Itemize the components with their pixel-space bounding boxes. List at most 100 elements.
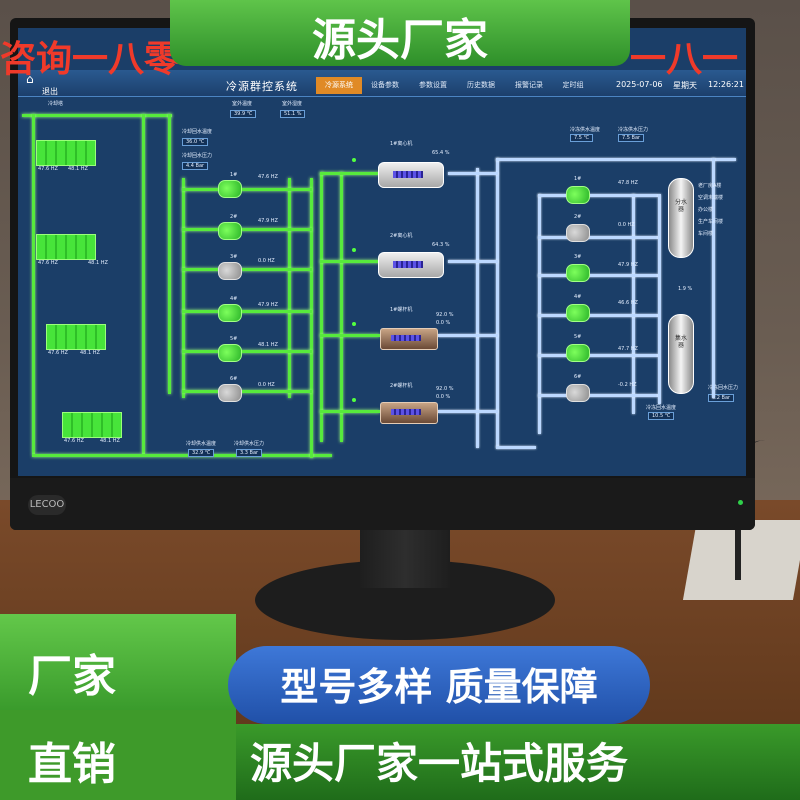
cw-pump-name: 4#	[230, 296, 238, 302]
cw-pipe	[182, 228, 312, 231]
power-led	[738, 500, 743, 505]
chiller-load: 65.4 %	[432, 150, 450, 156]
house-icon[interactable]: ⌂	[26, 72, 34, 86]
screw-chiller-2[interactable]	[380, 402, 438, 424]
cw-pipe	[182, 268, 312, 271]
feature-pill	[228, 646, 650, 724]
chw-pump-name: 2#	[574, 214, 582, 220]
cw-pump-3[interactable]	[218, 262, 242, 280]
chw-pipe	[538, 274, 658, 277]
tab-alarms[interactable]: 报警记录	[515, 81, 543, 89]
cw-pipe	[320, 172, 323, 442]
status-led	[352, 322, 356, 326]
cw-pump-6[interactable]	[218, 384, 242, 402]
chw-pump-name: 4#	[574, 294, 582, 300]
hmi-screen: ⌂ 退出 冷源群控系统 冷源系统 设备参数 参数设置 历史数据 报警记录 定时组…	[18, 28, 746, 476]
tab-device-params[interactable]: 设备参数	[371, 81, 399, 89]
chw-pipe	[496, 158, 499, 448]
cw-return-temp-value: 36.0 ℃	[182, 138, 209, 146]
promo-factory-text: 厂家	[28, 651, 116, 702]
chw-pump-freq: 0.0 HZ	[618, 222, 635, 228]
cw-pump-5[interactable]	[218, 344, 242, 362]
chw-pump-name: 1#	[574, 176, 582, 182]
cw-pump-freq: 47.9 HZ	[258, 218, 278, 224]
chiller-load: 64.3 %	[432, 242, 450, 248]
cw-pipe	[320, 334, 380, 337]
monitor-logo: LECOO	[28, 495, 66, 515]
monitor-stand-neck	[360, 528, 450, 588]
chw-pump-freq: 47.7 HZ	[618, 346, 638, 352]
chw-pump-name: 5#	[574, 334, 582, 340]
cw-pipe	[142, 114, 145, 454]
tab-param-settings[interactable]: 参数设置	[419, 81, 447, 89]
chw-return-pressure-value: 6.2 Bar	[708, 394, 735, 402]
branch-label: 生产车间楼	[698, 219, 724, 225]
outdoor-humidity-value: 51.1 %	[280, 110, 306, 118]
weekday-display: 星期天	[673, 81, 697, 90]
tower-freq: 48.1 HZ	[80, 350, 100, 356]
bottom-promo-bar	[236, 724, 800, 800]
centrifugal-chiller-1[interactable]	[378, 162, 444, 188]
hotline-ticker-left: 咨询一八零	[0, 39, 181, 80]
centrifugal-chiller-2[interactable]	[378, 252, 444, 278]
system-title: 冷源群控系统	[226, 80, 298, 93]
cw-pipe	[22, 114, 172, 117]
cooling-tower-4[interactable]	[62, 412, 122, 438]
top-banner-text: 源头厂家	[312, 15, 488, 66]
cw-pump-freq: 47.9 HZ	[258, 302, 278, 308]
chw-pump-3[interactable]	[566, 264, 590, 282]
cw-pipe	[320, 260, 380, 263]
water-collector-tank[interactable]: 集水器	[668, 314, 694, 394]
cw-pump-1[interactable]	[218, 180, 242, 198]
cw-pump-2[interactable]	[218, 222, 242, 240]
chw-pipe	[496, 446, 536, 449]
chw-pump-1[interactable]	[566, 186, 590, 204]
chiller-name: 2#螺杆机	[390, 383, 413, 389]
tower-freq: 48.1 HZ	[68, 166, 88, 172]
monitor-chin	[10, 478, 755, 530]
tab-cold-source[interactable]: 冷源系统	[316, 77, 362, 94]
chw-pipe	[448, 260, 498, 263]
date-display: 2025-07-06	[616, 80, 663, 89]
cw-pipe	[168, 114, 171, 394]
cooling-tower-2[interactable]	[36, 234, 96, 260]
chw-return-pressure-label: 冷冻回水压力	[708, 385, 739, 391]
tab-timer-group[interactable]: 定时组	[562, 81, 584, 89]
screw-chiller-1[interactable]	[380, 328, 438, 350]
outdoor-temp-label: 室外温度	[232, 101, 253, 107]
bottom-promo-text: 源头厂家一站式服务	[250, 739, 629, 788]
cw-pump-name: 3#	[230, 254, 238, 260]
branch-label: 老厂房A楼	[698, 183, 722, 189]
tank-label: 集水器	[675, 335, 688, 349]
cw-pump-freq: 47.6 HZ	[258, 174, 278, 180]
cw-pipe	[182, 350, 312, 353]
status-led	[352, 248, 356, 252]
chw-pipe	[538, 236, 658, 239]
cooling-tower-1[interactable]	[36, 140, 96, 166]
status-led	[352, 158, 356, 162]
status-led	[352, 398, 356, 402]
cw-supply-temp-label: 冷却供水温度	[186, 441, 217, 447]
promo-direct-sale-text: 直销	[28, 739, 116, 790]
exit-button[interactable]: 退出	[42, 87, 58, 96]
tower-freq: 47.6 HZ	[64, 438, 84, 444]
chw-pump-5[interactable]	[566, 344, 590, 362]
chiller-coil	[393, 261, 423, 268]
chw-pump-4[interactable]	[566, 304, 590, 322]
chw-pipe	[538, 354, 658, 357]
chiller-coil	[393, 171, 423, 178]
water-distributor-tank[interactable]: 分水器	[668, 178, 694, 258]
chw-pump-6[interactable]	[566, 384, 590, 402]
hotline-ticker-right: 一八一	[630, 39, 739, 80]
chiller-name: 1#螺杆机	[390, 307, 413, 313]
chw-pump-2[interactable]	[566, 224, 590, 242]
tab-history[interactable]: 历史数据	[467, 81, 495, 89]
cw-pump-4[interactable]	[218, 304, 242, 322]
cooling-tower-3[interactable]	[46, 324, 106, 350]
cw-pump-freq: 0.0 HZ	[258, 382, 275, 388]
chw-pipe	[476, 168, 479, 448]
bypass-valve-pct: 1.9 %	[678, 286, 693, 292]
chw-pipe	[632, 194, 635, 414]
chw-supply-temp-value: 7.5 ℃	[570, 134, 594, 142]
cw-pipe	[288, 178, 291, 398]
